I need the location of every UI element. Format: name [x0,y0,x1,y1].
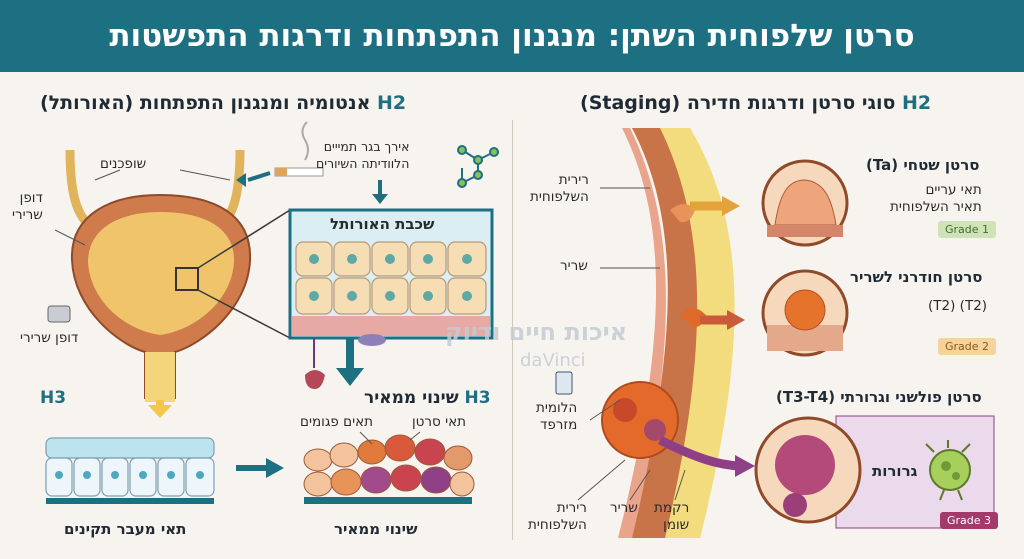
muscle-layer [630,128,698,538]
watermark-logo: daVinci [520,350,586,371]
mucosa-label: רירית השלפוחית [530,172,589,205]
bottom-fat-label: רקמת שומן [654,500,690,533]
right-heading: H2 סוגי סרטן ודרגות חדירה (Staging) [580,92,931,114]
left-heading: H2 אנטומיה ומנגנון התפתחות (האורותל) [40,92,406,114]
h2-tag: H2 [377,92,407,114]
vial-label: הלומית מזרפד [536,400,578,433]
h3-tag: H3 [464,388,491,408]
grade1-badge: Grade 1 [938,221,997,238]
grade3-badge: Grade 3 [940,512,999,529]
mucosa-layer [618,128,666,538]
h2-tag: H2 [902,92,932,114]
left-heading-text: אנטומיה ומנגנון התפתחות (האורותל) [40,92,371,114]
grade2-badge: Grade 2 [938,338,997,355]
urine-arrow [148,405,172,418]
right-heading-text: סוגי סרטן ודרגות חדירה (Staging) [580,92,896,114]
muscle-wall-label: דופן שרירי [12,190,43,223]
stage2-desc: (T2) (T2) [928,298,988,314]
urethra [145,352,175,402]
stage1-desc: תאי עריים תאיר השלפוחית [890,182,982,215]
exposure-label: אירך בגר תמייים הלוודיתה השיורים [316,139,410,171]
stage2-title: סרטן חודרני לשריר [850,268,983,286]
sphincter-label: דופן שרירי [20,330,79,346]
bottom-muscle-label: שריר [610,500,638,516]
cancer-cells-label: תאי סרטן [412,414,467,430]
ureters-label: שופכנים [100,156,147,172]
h3-malignant: H3 שינוי ממאיר [364,388,491,408]
h3-tag: H3 [40,388,67,408]
h3-left: H3 [40,388,66,408]
stage1-title: סרטן שטחי (Ta) [866,156,980,174]
muscle-label: שריר [560,258,588,274]
section-divider [512,120,513,540]
bladder-lumen [88,212,235,335]
bottom-mucosa-label: רירית השלפוחית [528,500,587,533]
normal-cells-caption: תאי מעבר תקינים [64,520,187,538]
page-title: סרטן שלפוחית השתן: מנגנון התפתחות ודרגות… [0,0,1024,72]
urothelium-label: שכבת האורותל [330,215,435,233]
h3-malignant-text: שינוי ממאיר [364,388,459,408]
metastasis-label: גרורות [872,462,918,480]
zoom-box [175,267,199,291]
damaged-cells-label: תאים פגומים [300,414,373,430]
malignant-caption: שינוי ממאיר [334,520,418,538]
stage3-title: סרטן פולשני וגרורתי (T3-T4) [776,388,982,406]
watermark-text: איכות חיים ודיוק [445,318,628,346]
